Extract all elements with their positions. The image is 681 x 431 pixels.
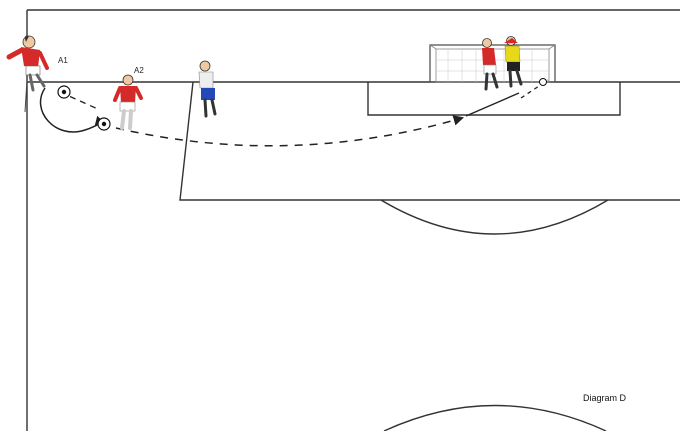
cross-pass-path: [116, 118, 462, 146]
diagram-caption: Diagram D: [583, 393, 627, 403]
attacker-run-path: [466, 93, 519, 116]
player-a1-label: A1: [58, 56, 68, 65]
ball-icon: [98, 118, 110, 130]
pitch-lines: [27, 10, 680, 431]
player-a2-figure: [115, 75, 141, 128]
defender-figure: [199, 61, 215, 116]
ball-icon: [540, 79, 547, 86]
centre-circle-arc: [384, 406, 606, 431]
penalty-area-box: [180, 82, 680, 200]
goalkeeper-figure: [504, 37, 521, 87]
player-a2-label: A2: [134, 66, 144, 75]
dribble-path: [41, 88, 104, 132]
ball-icon: [58, 86, 70, 98]
goal-area-box: [368, 82, 620, 115]
penalty-arc: [381, 200, 608, 234]
